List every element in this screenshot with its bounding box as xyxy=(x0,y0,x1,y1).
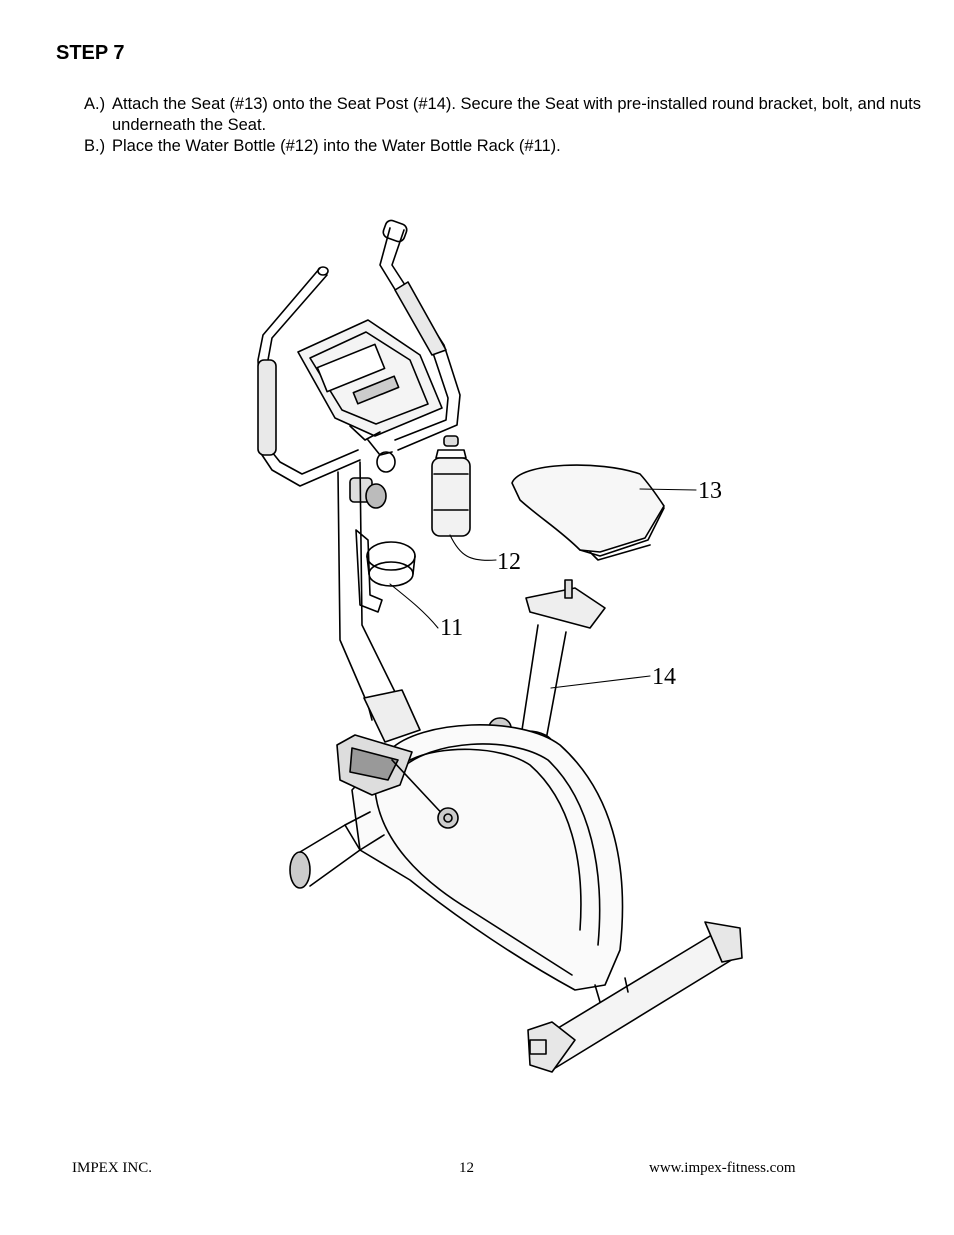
console xyxy=(297,319,443,441)
footer-page-number: 12 xyxy=(459,1160,474,1176)
callout-label-14: 14 xyxy=(652,664,676,690)
seat xyxy=(511,464,665,561)
footer-website: www.impex-fitness.com xyxy=(649,1160,796,1176)
step-heading: STEP 7 xyxy=(56,42,125,64)
callout-label-11: 11 xyxy=(440,615,463,641)
water-bottle-rack xyxy=(355,529,416,613)
flywheel-housing xyxy=(351,724,624,991)
front-stabilizer xyxy=(289,811,385,889)
handlebar xyxy=(257,219,461,487)
instruction-step-a: A.) Attach the Seat (#13) onto the Seat … xyxy=(84,94,924,136)
rear-stabilizer xyxy=(527,921,743,1073)
step-text: Attach the Seat (#13) onto the Seat Post… xyxy=(112,95,921,134)
step-text: Place the Water Bottle (#12) into the Wa… xyxy=(112,137,561,155)
instruction-list: A.) Attach the Seat (#13) onto the Seat … xyxy=(84,94,924,157)
upright-tube xyxy=(337,461,421,743)
step-letter: B.) xyxy=(84,137,106,155)
step-letter: A.) xyxy=(84,95,106,113)
callout-label-12: 12 xyxy=(497,549,521,575)
callout-leaders xyxy=(389,488,697,689)
instruction-step-b: B.) Place the Water Bottle (#12) into th… xyxy=(84,136,924,157)
water-bottle xyxy=(431,435,471,537)
footer-company: IMPEX INC. xyxy=(72,1160,153,1176)
callout-label-13: 13 xyxy=(698,478,722,504)
pedal-crank xyxy=(336,734,459,829)
